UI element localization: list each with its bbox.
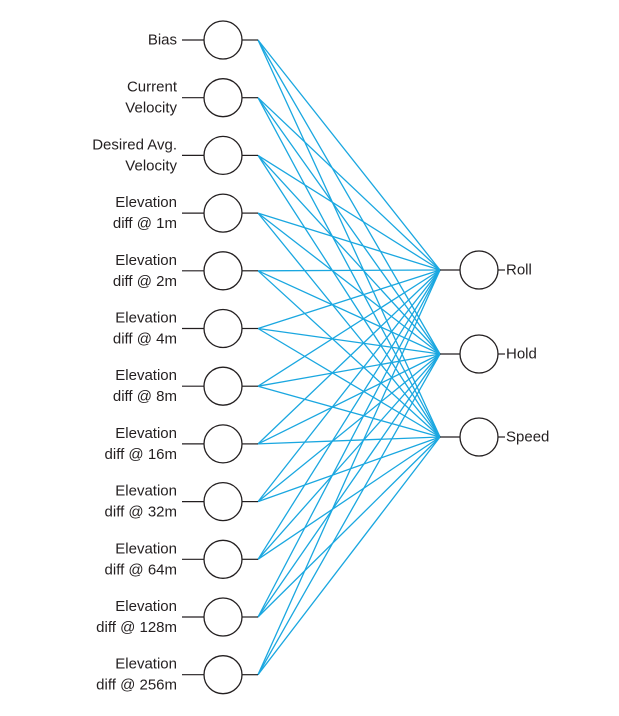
input-node-group: Elevation diff @ 64m xyxy=(105,539,258,579)
connection-lines xyxy=(257,39,441,676)
connection-line xyxy=(257,154,441,271)
input-label: Current xyxy=(127,79,178,96)
input-label: Elevation xyxy=(115,194,177,211)
input-node-group: Elevation diff @ 2m xyxy=(113,251,258,291)
connection-line xyxy=(257,353,441,503)
connection-line xyxy=(257,327,441,355)
output-node xyxy=(459,417,499,457)
input-label: diff @ 4m xyxy=(113,331,177,348)
connection-line xyxy=(257,39,441,271)
input-label: Velocity xyxy=(125,157,177,174)
input-label: Elevation xyxy=(115,367,177,384)
input-node xyxy=(203,366,243,406)
input-label: Velocity xyxy=(125,100,177,117)
connection-line xyxy=(257,155,441,438)
input-label: Elevation xyxy=(115,252,177,269)
input-node-group: Bias xyxy=(148,20,258,60)
connection-line xyxy=(257,97,441,438)
connection-line xyxy=(257,353,441,445)
connection-line xyxy=(257,436,441,618)
input-label: diff @ 1m xyxy=(113,215,177,232)
connection-line xyxy=(257,269,441,445)
input-label: Bias xyxy=(148,32,177,49)
connection-line xyxy=(257,269,441,618)
connection-line xyxy=(257,436,441,503)
connection-line xyxy=(257,436,441,445)
output-node-group: Speed xyxy=(440,417,549,457)
output-node-group: Roll xyxy=(440,250,532,290)
input-label: Elevation xyxy=(115,483,177,500)
input-node xyxy=(203,424,243,464)
input-label: Elevation xyxy=(115,598,177,615)
input-label: diff @ 8m xyxy=(113,388,177,405)
input-label: Elevation xyxy=(115,656,177,673)
input-label: diff @ 256m xyxy=(96,677,177,694)
input-node xyxy=(203,655,243,695)
input-node-group: Elevation diff @ 4m xyxy=(113,308,258,349)
input-node-group: Elevation diff @ 32m xyxy=(105,481,258,522)
connection-line xyxy=(257,97,441,355)
input-node xyxy=(203,539,243,579)
connection-line xyxy=(257,269,441,272)
connection-line xyxy=(257,353,441,618)
connection-line xyxy=(257,353,441,387)
input-label: diff @ 16m xyxy=(105,446,177,463)
connection-line xyxy=(257,270,441,438)
connection-line xyxy=(257,212,441,271)
connection-line xyxy=(257,269,441,560)
connection-line xyxy=(257,269,441,387)
output-node xyxy=(459,334,499,374)
input-label: diff @ 128m xyxy=(96,619,177,636)
input-node-group: Elevation diff @ 1m xyxy=(113,193,258,233)
input-node xyxy=(203,597,243,637)
input-label: diff @ 64m xyxy=(105,561,177,578)
connection-line xyxy=(257,269,441,503)
connection-line xyxy=(257,436,441,560)
connection-line xyxy=(257,39,441,355)
output-node xyxy=(459,250,499,290)
input-node xyxy=(203,193,243,233)
output-node-group: Hold xyxy=(440,334,537,374)
connection-line xyxy=(257,269,441,675)
input-node-group: Elevation diff @ 8m xyxy=(113,366,258,406)
connection-line xyxy=(257,97,441,271)
input-node xyxy=(203,135,243,176)
connection-line xyxy=(257,353,441,676)
input-label: Elevation xyxy=(115,425,177,442)
input-label: Elevation xyxy=(115,310,177,327)
connection-line xyxy=(257,154,441,355)
connection-line xyxy=(257,39,441,438)
input-node xyxy=(203,78,243,118)
output-label: Roll xyxy=(506,262,532,279)
input-node xyxy=(203,20,243,60)
input-label: diff @ 2m xyxy=(113,273,177,290)
input-node-group: Elevation diff @ 128m xyxy=(96,597,258,637)
output-label: Speed xyxy=(506,429,549,446)
input-label: Elevation xyxy=(115,540,177,557)
connection-line xyxy=(257,436,441,676)
input-node xyxy=(203,481,243,522)
output-label: Hold xyxy=(506,346,537,363)
input-node-group: Elevation diff @ 256m xyxy=(96,655,258,695)
input-node-group: Desired Avg. Velocity xyxy=(92,135,258,176)
input-label: diff @ 32m xyxy=(105,504,177,521)
connection-line xyxy=(257,353,441,560)
connection-line xyxy=(257,385,441,438)
input-label: Desired Avg. xyxy=(92,136,177,153)
connection-line xyxy=(257,212,441,355)
connection-line xyxy=(257,327,441,438)
input-node xyxy=(203,308,243,349)
connection-line xyxy=(257,270,441,355)
input-node-group: Elevation diff @ 16m xyxy=(105,424,258,464)
connection-line xyxy=(257,212,441,438)
connection-line xyxy=(257,269,441,330)
input-node xyxy=(203,251,243,291)
